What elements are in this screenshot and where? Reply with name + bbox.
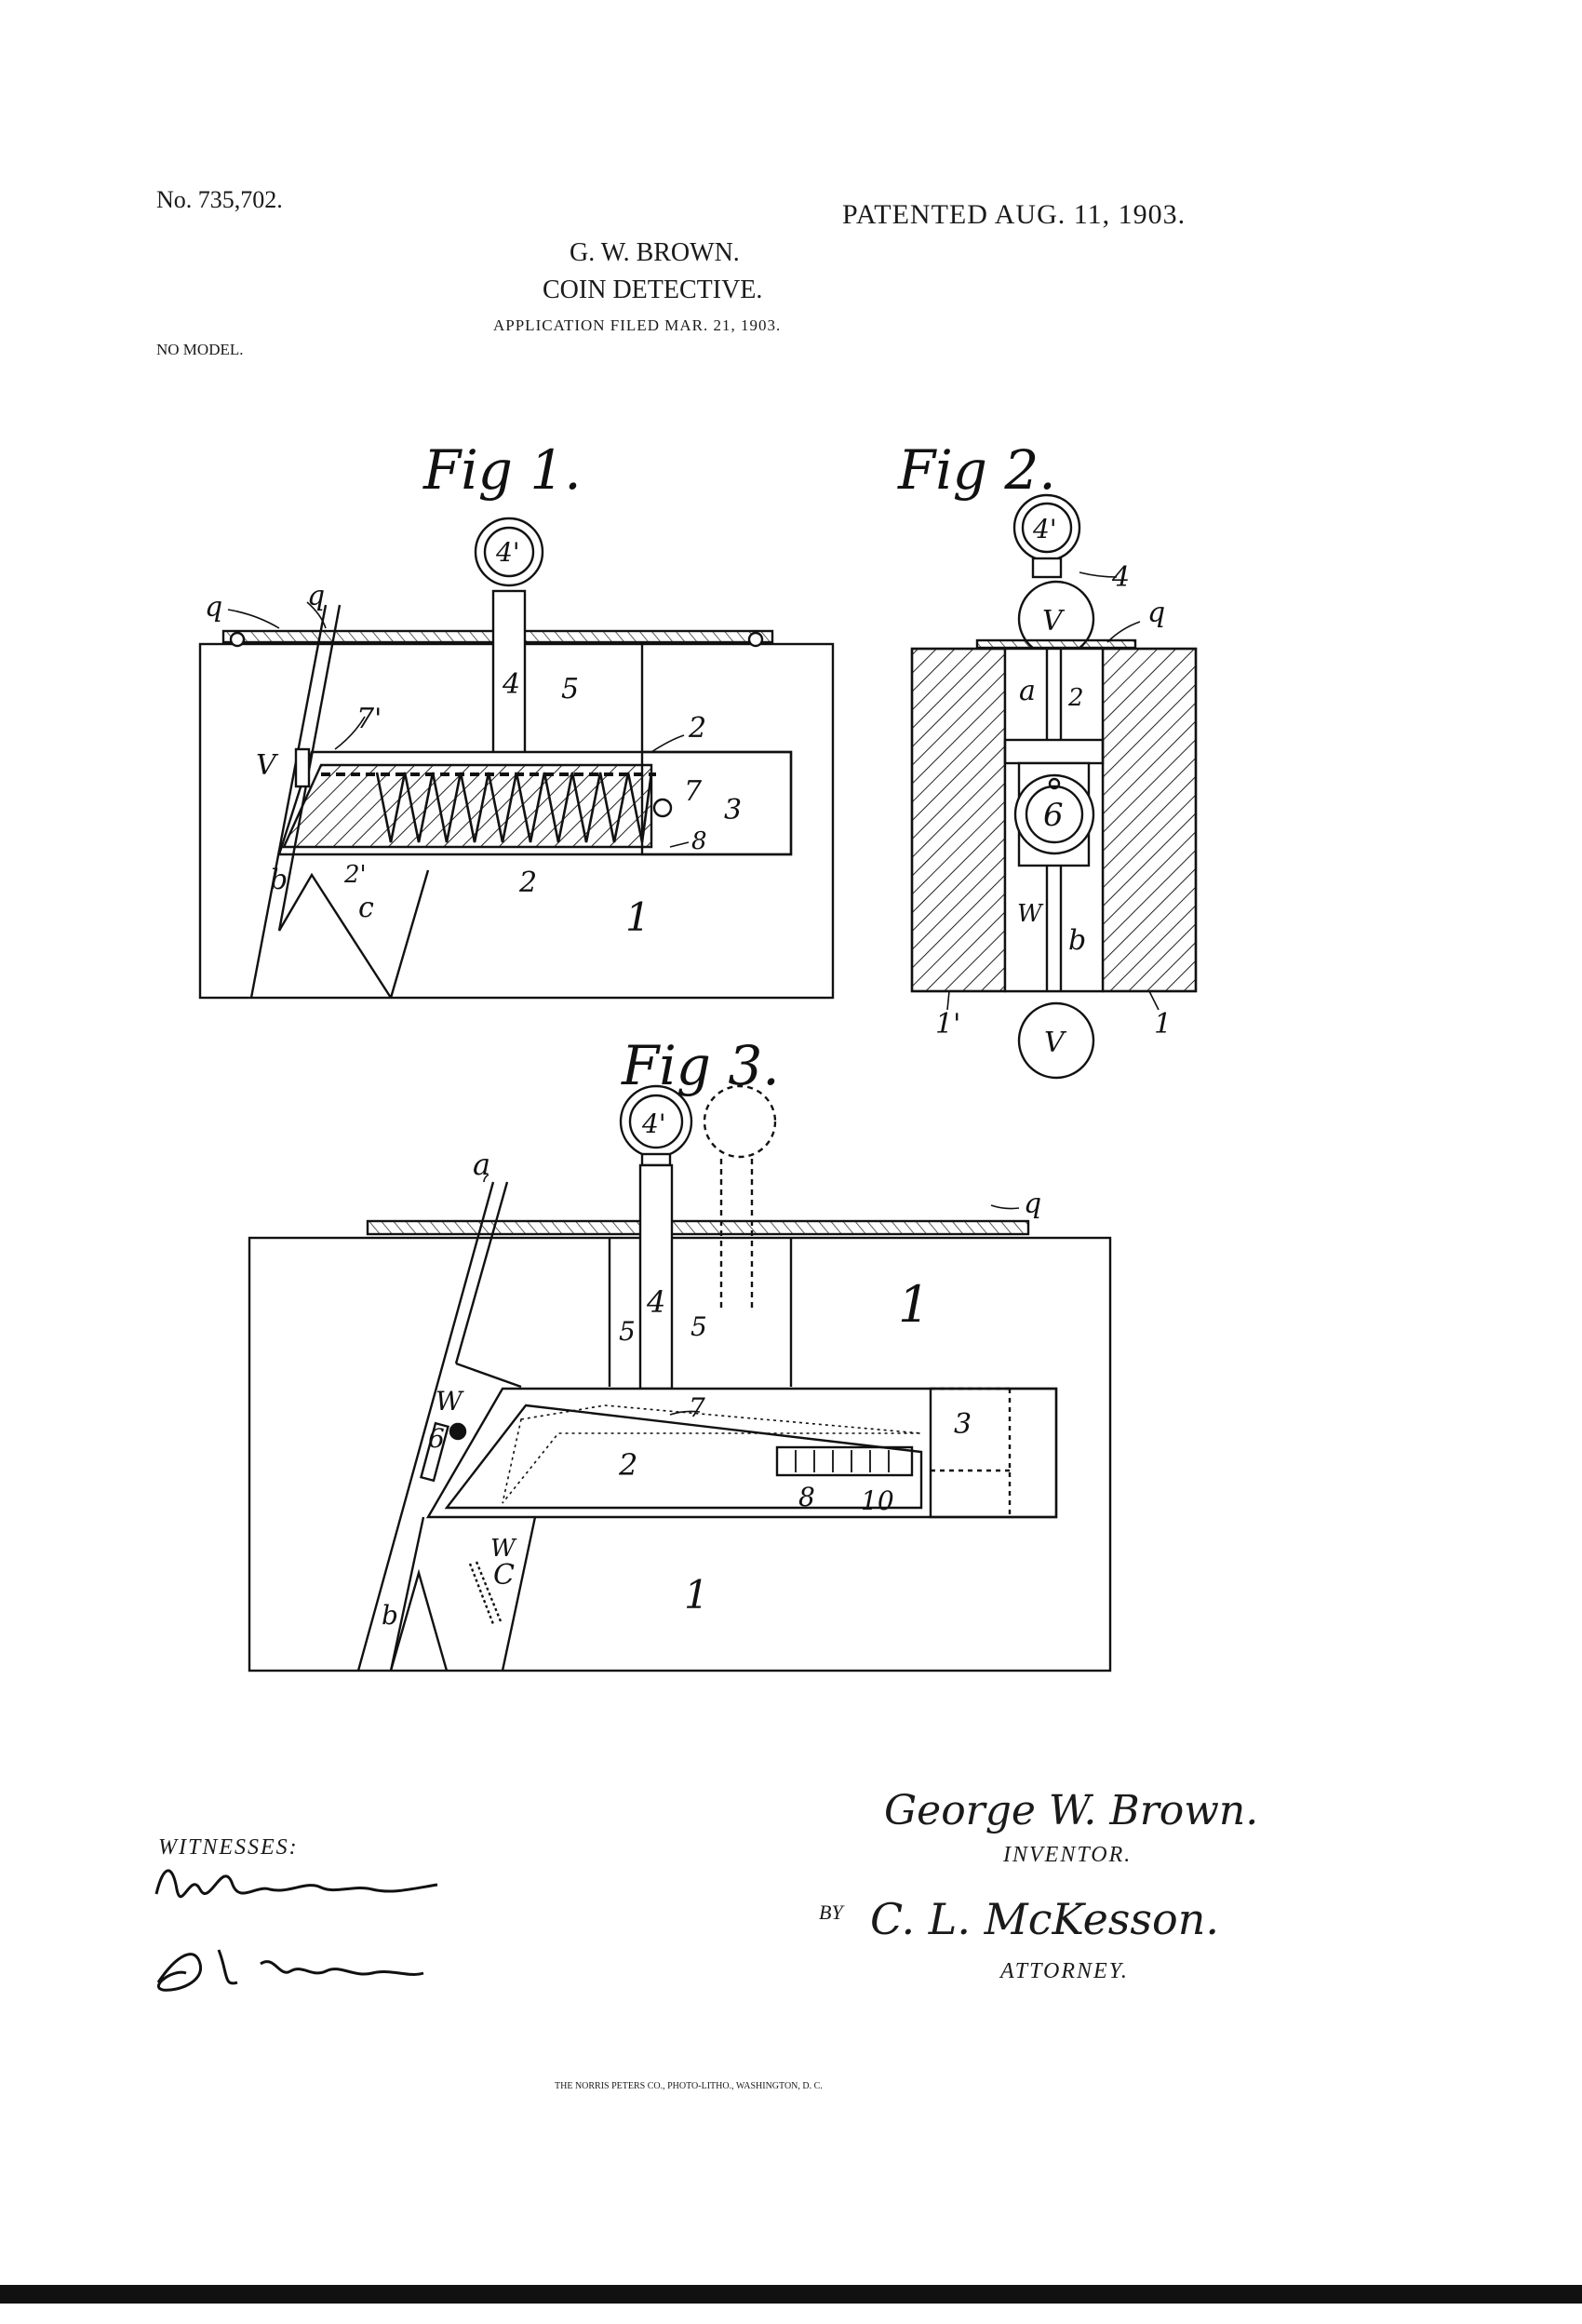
inventor-label: INVENTOR. xyxy=(1003,1843,1133,1867)
figure-1-labels: 4' q q 4 5 2 7' V 7 3 8 2' b c 2 1 xyxy=(205,537,742,940)
fig2-label: q xyxy=(1147,597,1165,629)
witness-signature-2 xyxy=(156,1949,424,1992)
figure-2: Fig 2. xyxy=(897,438,1198,1080)
fig1-label: 2' xyxy=(343,861,367,889)
fig2-caption: Fig 2. xyxy=(897,438,1056,502)
fig3-label: W xyxy=(436,1386,464,1417)
fig3-label: a xyxy=(473,1147,490,1182)
figure-1: Fig 1. xyxy=(198,438,835,1000)
fig3-label: 4' xyxy=(641,1108,666,1139)
fig3-label: C xyxy=(493,1559,515,1592)
attorney-signature: C. L. McKesson. xyxy=(870,1894,1219,1944)
printer-credit: THE NORRIS PETERS CO., PHOTO-LITHO., WAS… xyxy=(555,2081,823,2091)
fig1-label: 1 xyxy=(625,894,650,940)
application-date: APPLICATION FILED MAR. 21, 1903. xyxy=(493,316,782,334)
fig2-label: W xyxy=(1017,900,1044,928)
fig3-label: W xyxy=(490,1535,517,1563)
fig3-label: 3 xyxy=(954,1408,972,1441)
fig1-label: 4' xyxy=(495,537,520,568)
attorney-label: ATTORNEY. xyxy=(1000,1959,1129,1983)
fig3-label: 5 xyxy=(619,1316,636,1347)
fig3-label: 4 xyxy=(646,1284,665,1320)
fig3-label: 2 xyxy=(618,1447,637,1483)
fig3-label: 8 xyxy=(798,1482,815,1512)
fig3-label: 1 xyxy=(898,1275,930,1334)
fig2-label: 4 xyxy=(1111,561,1130,594)
fig1-label: 7 xyxy=(684,775,703,808)
figure-2-labels: 4' 4 V q a 2 6 W b 1' 1 V xyxy=(935,514,1172,1059)
fig2-label: 1 xyxy=(1154,1008,1172,1041)
model-note: NO MODEL. xyxy=(156,341,244,358)
fig3-label: 1 xyxy=(684,1572,709,1618)
fig1-label: 2 xyxy=(518,866,537,899)
fig1-label: 7' xyxy=(356,703,382,735)
witnesses-label: WITNESSES: xyxy=(158,1835,299,1860)
patented-date: PATENTED AUG. 11, 1903. xyxy=(842,199,1186,230)
fig3-label: 5 xyxy=(690,1311,707,1342)
fig2-label: b xyxy=(1068,924,1086,957)
fig1-label: 8 xyxy=(691,827,707,855)
figure-3: Fig 3. xyxy=(248,1034,1112,1672)
fig2-label: V xyxy=(1044,1027,1067,1059)
fig3-label: 6 xyxy=(428,1423,445,1454)
fig1-label: b xyxy=(270,864,288,896)
fig1-label: q xyxy=(205,591,222,624)
fig3-label: q xyxy=(1024,1188,1041,1220)
patent-number: No. 735,702. xyxy=(156,186,283,213)
witness-signatures xyxy=(154,1869,438,1992)
fig1-label: V xyxy=(256,749,279,782)
fig2-label: 2 xyxy=(1067,684,1084,712)
fig1-label: 2 xyxy=(688,712,706,745)
inventor-signature: George W. Brown. xyxy=(884,1787,1259,1834)
fig1-caption: Fig 1. xyxy=(422,438,582,502)
fig2-label: V xyxy=(1042,605,1066,638)
fig1-label: 5 xyxy=(561,673,579,705)
fig2-label: 4' xyxy=(1032,514,1057,544)
fig3-label: 7 xyxy=(689,1392,705,1423)
figure-3-labels: 4' a q 1 4 5 5 W 6 7 3 2 8 10 W C b 1 xyxy=(382,1108,1041,1631)
fig2-label: a xyxy=(1019,675,1036,707)
fig1-label: q xyxy=(307,580,325,612)
fig1-label: 3 xyxy=(724,794,742,826)
scan-edge-bar xyxy=(0,2285,1582,2304)
fig1-label: c xyxy=(358,892,374,924)
fig3-label: 10 xyxy=(861,1485,894,1516)
fig2-label: 6 xyxy=(1043,797,1064,834)
inventor-name: G. W. BROWN. xyxy=(570,238,740,267)
fig1-label: 4 xyxy=(502,668,520,701)
by-label: BY xyxy=(819,1901,843,1924)
fig2-label: 1' xyxy=(935,1008,960,1041)
fig3-label: b xyxy=(382,1600,398,1631)
patent-title: COIN DETECTIVE. xyxy=(543,275,763,304)
witness-signature-1 xyxy=(154,1869,438,1899)
